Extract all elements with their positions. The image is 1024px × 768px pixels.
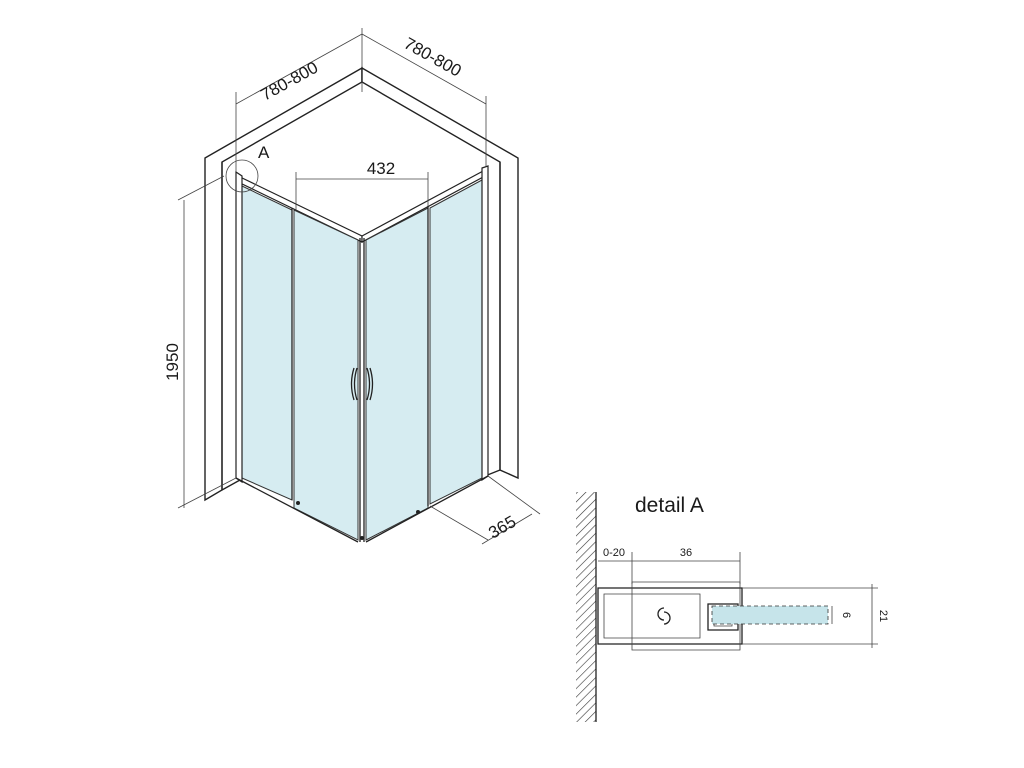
detail-circle-icon: [225, 159, 259, 193]
glass-section: [711, 605, 829, 625]
glass-fixed-left: [241, 185, 293, 501]
dimension-left-width: 780-800: [235, 28, 363, 172]
wall-hatch-icon: [576, 492, 596, 722]
dimension-entry-width: 432: [295, 159, 429, 210]
dimension-height: 1950: [163, 175, 237, 509]
dimension-right-width: 780-800: [361, 33, 487, 166]
door-handle-icon: [369, 367, 374, 401]
glass-fixed-right: [429, 179, 483, 505]
depth-label: 365: [485, 512, 519, 543]
wall-profile-left: [235, 170, 243, 484]
detail-marker: A: [258, 143, 270, 162]
detail-title: detail A: [635, 494, 704, 517]
detail-a: detail A 0-20 36 6 21: [576, 492, 889, 722]
wall-profile-right: [481, 165, 489, 482]
profile-depth-label: 21: [877, 610, 889, 622]
glass-door-left: [293, 209, 359, 541]
profile-width-label: 36: [680, 547, 692, 559]
height-label: 1950: [163, 343, 182, 381]
glass-door-right: [365, 207, 429, 541]
entry-width-label: 432: [367, 159, 395, 178]
adjust-label: 0-20: [603, 547, 625, 559]
glass-thickness-label: 6: [840, 612, 852, 618]
enclosure: [235, 165, 489, 543]
door-handle-icon: [350, 367, 355, 401]
